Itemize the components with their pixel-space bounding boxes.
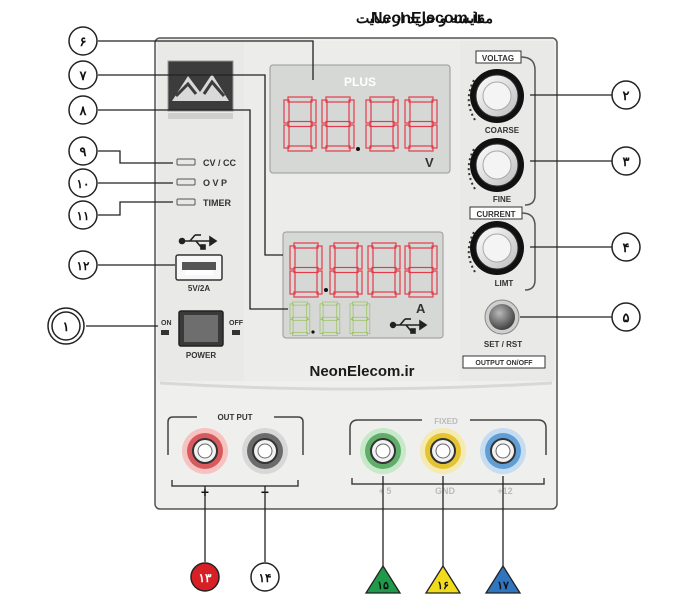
callout-16: ۱۶ — [424, 564, 462, 594]
set-reset-label: SET / RST — [484, 340, 522, 349]
display-plus-label: PLUS — [344, 75, 376, 89]
svg-text:۲: ۲ — [623, 88, 630, 103]
svg-text:۱۳: ۱۳ — [199, 571, 212, 585]
svg-text:۱۷: ۱۷ — [497, 580, 509, 592]
output-onoff-label: OUTPUT ON/OFF — [475, 360, 533, 367]
indicator-ovp-label: O V P — [203, 178, 227, 188]
callout-4: ۴ — [611, 232, 641, 262]
callout-6: ۶ — [68, 26, 98, 56]
power-off-label: OFF — [229, 320, 244, 327]
callout-13: ۱۳ — [190, 562, 220, 592]
current-group-bracket — [521, 212, 536, 291]
callout-7: ۷ — [68, 60, 98, 90]
limit-knob[interactable] — [470, 221, 524, 275]
callout-15: ۱۵ — [364, 564, 402, 594]
callout-9: ۹ — [68, 136, 98, 166]
fixed-gnd-terminal[interactable] — [420, 428, 466, 474]
persian-caption: مقایسه و خرید از سایت — [356, 10, 493, 27]
indicator-ovp: O V P — [176, 178, 227, 188]
fixed-gnd-label: GND — [435, 486, 456, 496]
indicator-cv-cc-label: CV / CC — [203, 158, 237, 168]
callout-17: ۱۷ — [484, 564, 522, 594]
power-on-mark — [161, 330, 169, 335]
indicator-cv-cc: CV / CC — [176, 158, 237, 168]
set-reset-button[interactable] — [484, 299, 520, 335]
svg-text:۵: ۵ — [623, 310, 630, 325]
usb-port[interactable] — [175, 254, 223, 281]
power-label: POWER — [186, 351, 216, 360]
callout-8: ۸ — [68, 95, 98, 125]
svg-text:۱۲: ۱۲ — [77, 259, 90, 273]
fixed-group-label: FIXED — [434, 417, 458, 426]
fixed-12v-label: +12 — [497, 486, 512, 496]
voltage-group-label: VOLTAG — [482, 54, 514, 63]
power-on-label: ON — [161, 320, 172, 327]
fine-scale — [467, 148, 476, 190]
output-positive-terminal[interactable] — [182, 428, 228, 474]
usb-rating-label: 5V/2A — [188, 284, 210, 293]
callout-5: ۵ — [611, 302, 641, 332]
callout-3: ۳ — [611, 146, 641, 176]
svg-text:۷: ۷ — [79, 68, 88, 83]
callout-12: ۱۲ — [68, 250, 98, 280]
svg-text:۱۱: ۱۱ — [77, 209, 90, 223]
svg-text:۸: ۸ — [79, 103, 88, 118]
panel-curve — [159, 381, 553, 391]
fixed-5v-label: + 5 — [379, 486, 392, 496]
callout-10: ۱۰ — [68, 168, 98, 198]
svg-text:۳: ۳ — [623, 154, 630, 169]
fixed-group-frame — [349, 419, 547, 455]
svg-text:۴: ۴ — [623, 240, 630, 255]
current-unit: A — [416, 301, 426, 316]
current-decimal-point — [324, 288, 328, 292]
fixed-12v-terminal[interactable] — [480, 428, 526, 474]
callout-14: ۱۴ — [250, 562, 280, 592]
svg-text:۱: ۱ — [63, 319, 70, 334]
fine-label: FINE — [493, 195, 512, 204]
svg-text:۱۰: ۱۰ — [77, 177, 90, 191]
voltage-group-bracket — [520, 56, 536, 206]
output-bracket — [171, 480, 299, 487]
coarse-knob[interactable] — [470, 69, 524, 123]
callout-11: ۱۱ — [68, 200, 98, 230]
voltage-unit: V — [425, 155, 434, 170]
brand-logo — [167, 60, 234, 119]
callout-2: ۲ — [611, 80, 641, 110]
coarse-label: COARSE — [485, 126, 520, 135]
fixed-5v-terminal[interactable] — [360, 428, 406, 474]
power-off-mark — [232, 330, 240, 335]
usb-port-symbol — [178, 234, 218, 250]
voltage-decimal-point — [356, 147, 360, 151]
output-group-label: OUT PUT — [217, 413, 252, 422]
callout-leaders — [86, 40, 612, 566]
current-group-label: CURRENT — [476, 210, 515, 219]
watermark: NeonElecom.ir — [309, 363, 414, 380]
power-switch[interactable] — [178, 310, 224, 347]
svg-text:۱۴: ۱۴ — [259, 571, 272, 585]
coarse-scale — [467, 79, 476, 121]
callout-1: ۱ — [47, 307, 85, 345]
output-onoff-box — [462, 355, 546, 369]
svg-text:۱۶: ۱۶ — [437, 580, 449, 592]
svg-text:۶: ۶ — [80, 34, 87, 49]
svg-text:۱۵: ۱۵ — [377, 580, 389, 592]
limit-label: LIMT — [495, 279, 514, 288]
output-group-frame — [167, 416, 304, 455]
top-panel-region — [158, 41, 554, 381]
indicator-timer: TIMER — [176, 198, 231, 208]
svg-text:۹: ۹ — [80, 144, 87, 159]
limit-scale — [467, 231, 476, 273]
fixed-bracket — [351, 478, 545, 485]
indicator-timer-label: TIMER — [203, 198, 231, 208]
usb-icon — [389, 318, 428, 334]
fine-knob[interactable] — [470, 138, 524, 192]
brand-text: NeonElecom.ir — [371, 10, 483, 27]
timer-decimal-point — [311, 330, 315, 334]
output-negative-terminal[interactable] — [242, 428, 288, 474]
